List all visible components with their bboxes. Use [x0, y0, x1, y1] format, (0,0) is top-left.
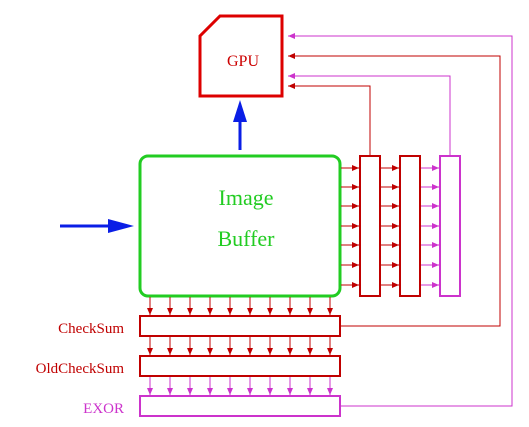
image-buffer-box: [138, 154, 342, 298]
old-checksum-to-exor-arrows: [147, 377, 333, 395]
old-checksum-box: [139, 355, 341, 377]
buffer-to-checksum-arrows: [147, 297, 333, 315]
register1-to-register2-arrows: [381, 165, 399, 288]
checksum-box: [139, 315, 341, 337]
exor-box: [139, 395, 341, 417]
checksum-to-gpu-line: [288, 53, 501, 327]
exor-label: EXOR: [83, 401, 124, 417]
register-2: [399, 155, 421, 297]
register-3: [439, 155, 461, 297]
input-arrow: [60, 219, 134, 233]
gpu-box: [198, 14, 284, 98]
image-buffer-label-line2: Buffer: [217, 226, 275, 251]
checksum-label: CheckSum: [58, 321, 124, 337]
register-1: [359, 155, 381, 297]
buffer-to-register1-arrows: [341, 165, 359, 288]
checksum-to-old-checksum-arrows: [147, 337, 333, 355]
register3-to-gpu-line: [288, 73, 451, 156]
exor-to-gpu-line: [288, 33, 513, 407]
register2-to-register3-arrows: [421, 165, 439, 288]
gpu-label: GPU: [227, 53, 259, 70]
image-buffer-label-line1: Image: [219, 185, 274, 210]
old-checksum-label: OldCheckSum: [36, 361, 125, 377]
register1-to-gpu-line: [288, 83, 371, 156]
buffer-to-gpu-arrow: [233, 100, 247, 150]
